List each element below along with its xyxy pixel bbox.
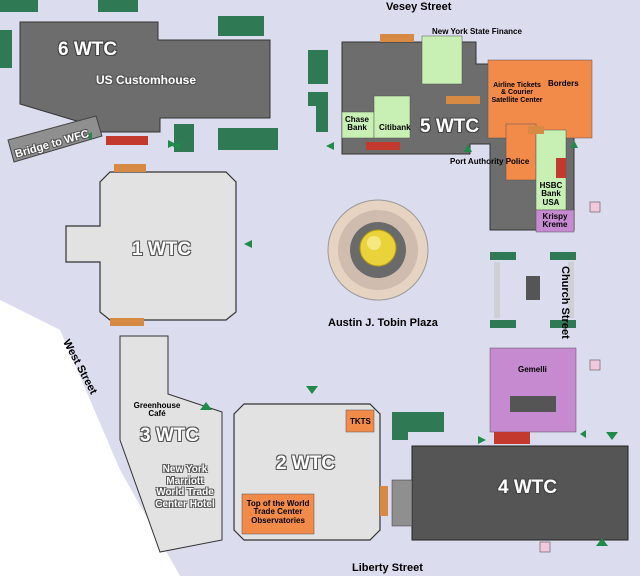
red-marker xyxy=(366,142,400,150)
place-gemelli: Gemelli xyxy=(518,365,547,374)
entrance-arrow xyxy=(306,386,318,394)
green-block xyxy=(98,0,138,12)
entrance-arrow xyxy=(570,140,578,148)
entrance-arrow xyxy=(464,144,472,152)
building-label-1wtc: 1 WTC xyxy=(132,239,192,260)
purple-krispy xyxy=(535,209,575,233)
building-occupant-6wtc: US Customhouse xyxy=(96,73,197,87)
sphere-highlight xyxy=(367,236,381,250)
entrance-arrow xyxy=(244,240,252,248)
entrance-arrow xyxy=(596,538,608,546)
place-marriott: New York Marriott World Trade Center Hot… xyxy=(155,464,215,510)
place-greenhouse-cafe: Greenhouse Café xyxy=(133,401,181,419)
green-block xyxy=(308,50,328,84)
building-6wtc xyxy=(19,21,271,133)
stripe-marker xyxy=(380,486,388,516)
green-block xyxy=(490,252,516,260)
place-hsbc: HSBC Bank USA xyxy=(539,181,563,207)
grey-block xyxy=(568,262,574,318)
green-block xyxy=(550,320,576,328)
green-block xyxy=(392,412,444,440)
building-label-4wtc: 4 WTC xyxy=(498,477,558,498)
grey-block xyxy=(391,479,413,527)
place-krispy-kreme: Krispy Kreme xyxy=(542,212,568,230)
building-label-2wtc: 2 WTC xyxy=(276,453,336,474)
pink-square xyxy=(589,359,601,371)
building-3wtc xyxy=(119,335,223,553)
entrance-arrow xyxy=(84,132,92,140)
place-nys-finance: New York State Finance xyxy=(432,27,522,36)
orange-tkts xyxy=(345,409,375,433)
orange-observatories xyxy=(241,493,315,535)
stripe-marker xyxy=(446,96,480,104)
building-label-3wtc: 3 WTC xyxy=(140,425,200,446)
bridge-to-wfc xyxy=(7,115,103,163)
grey-block xyxy=(494,262,500,318)
red-marker xyxy=(556,158,566,178)
purple-gemelli xyxy=(489,347,577,433)
green-block xyxy=(0,0,38,12)
building-1wtc xyxy=(65,171,237,321)
building-label-6wtc: 6 WTC xyxy=(58,39,118,60)
green-block xyxy=(218,128,278,150)
green-block xyxy=(490,320,516,328)
dark-block xyxy=(510,396,556,412)
entrance-arrow xyxy=(172,142,180,150)
entrance-arrow xyxy=(606,432,618,440)
green-block xyxy=(308,92,328,132)
building-label-5wtc: 5 WTC xyxy=(420,116,480,137)
green-block xyxy=(0,30,12,68)
place-observatories: Top of the World Trade Center Observator… xyxy=(246,499,310,525)
place-airline-tickets: Airline Tickets & Courier Satellite Cent… xyxy=(491,82,543,104)
place-plaza: Austin J. Tobin Plaza xyxy=(328,317,438,329)
place-port-authority-police: Port Authority Police xyxy=(450,157,530,166)
stripe-marker xyxy=(110,318,144,326)
entrance-arrow xyxy=(200,402,212,410)
dark-block xyxy=(526,276,540,300)
pink-square xyxy=(589,201,601,213)
street-label-liberty: Liberty Street xyxy=(352,562,423,574)
place-tkts: TKTS xyxy=(350,417,371,426)
stripe-marker xyxy=(528,126,544,134)
street-label-church: Church Street xyxy=(559,266,571,339)
light-green-chase xyxy=(341,111,375,139)
street-label-vesey: Vesey Street xyxy=(386,1,452,13)
entrance-arrow xyxy=(168,140,176,148)
place-citibank: Citibank xyxy=(379,123,411,132)
place-borders: Borders xyxy=(548,79,579,88)
place-chase-bank: Chase Bank xyxy=(344,115,369,133)
red-marker xyxy=(494,432,530,444)
green-block xyxy=(218,16,264,36)
stripe-marker xyxy=(380,34,414,42)
stripe-marker xyxy=(114,164,146,172)
entrance-arrow xyxy=(478,436,486,444)
green-block xyxy=(550,252,576,260)
entrance-arrow xyxy=(580,430,586,438)
light-green-nys xyxy=(421,35,463,85)
west-street-strip xyxy=(0,300,180,576)
entrance-arrow xyxy=(326,142,334,150)
red-marker xyxy=(106,136,148,145)
light-green-citibank xyxy=(373,95,411,139)
orange-borders xyxy=(487,59,593,139)
pink-square xyxy=(539,541,551,553)
